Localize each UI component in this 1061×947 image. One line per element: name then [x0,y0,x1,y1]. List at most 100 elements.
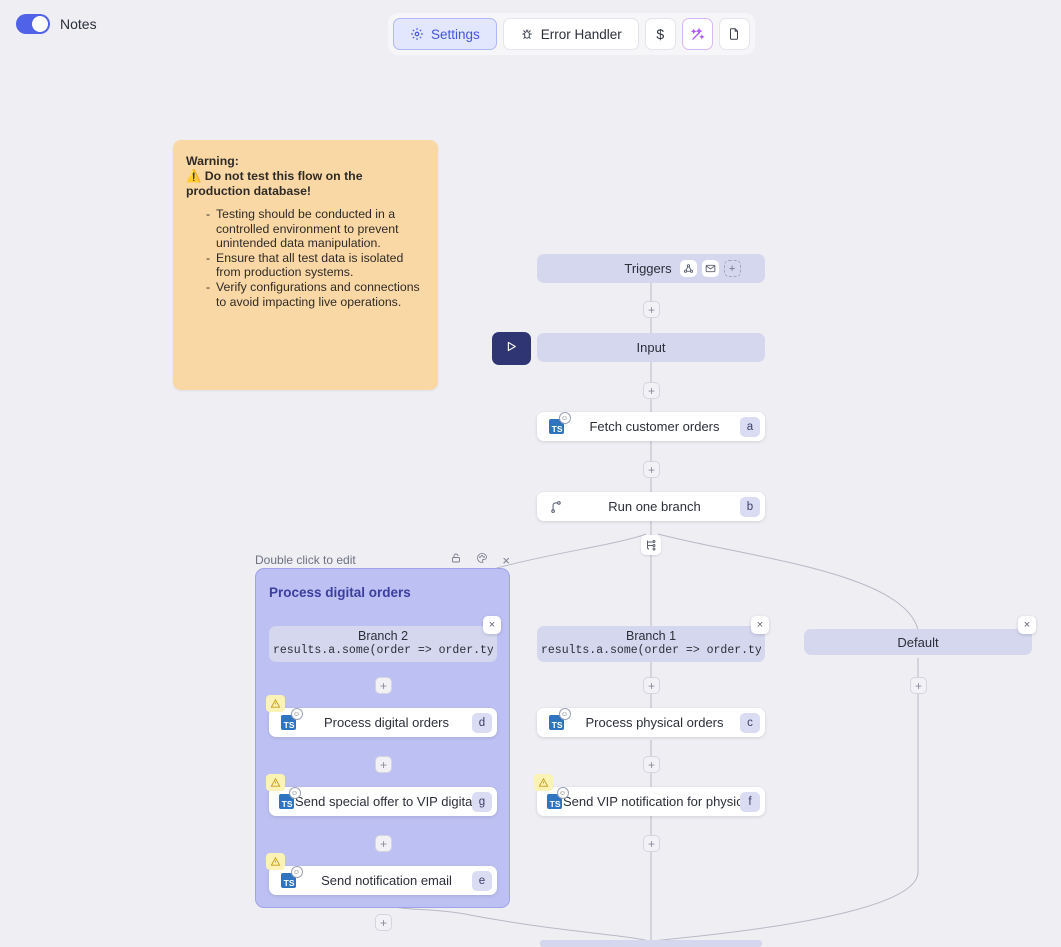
lock-icon[interactable] [450,551,462,569]
node-icon-wrap: TS☺ [275,866,303,888]
node-title: Run one branch [608,499,701,514]
branch-1-pill[interactable]: Branch 1 results.a.some(order => order.t… [537,626,765,662]
node-warning-badge [266,853,285,870]
add-step-button[interactable]: + [643,461,660,478]
gear-icon [410,27,424,41]
node-icon-wrap: TS☺ [545,787,569,809]
add-trigger-button[interactable]: + [723,260,741,277]
notes-toggle[interactable] [16,14,50,34]
note-subheading-row: ⚠️ Do not test this flow on the producti… [186,169,424,199]
run-flow-button[interactable] [492,332,531,365]
triggers-node[interactable]: Triggers + [537,254,765,283]
add-step-button[interactable]: + [375,756,392,773]
remove-branch-2-button[interactable]: × [483,616,501,634]
node-title: Fetch customer orders [589,419,720,434]
note-heading: Warning: [186,154,239,168]
node-status-badge: ☺ [290,708,303,720]
typescript-icon: TS☺ [280,866,303,888]
add-step-button[interactable]: + [643,301,660,318]
close-icon[interactable]: × [502,552,510,568]
typescript-icon: TS☺ [278,787,301,809]
palette-icon[interactable] [476,551,488,569]
typescript-icon: TS☺ [548,708,571,730]
add-step-button[interactable]: + [375,835,392,852]
node-icon-wrap: TS☺ [275,708,303,730]
node-send-vip-notification[interactable]: TS☺ Send VIP notification for physical..… [537,787,765,816]
play-icon [504,339,519,359]
node-title: Process physical orders [585,715,724,730]
add-step-button[interactable]: + [375,677,392,694]
node-warning-badge [266,774,285,791]
node-tag: b [740,496,760,517]
node-warning-badge [534,774,553,791]
node-tag: a [740,416,760,437]
error-handler-label: Error Handler [540,26,622,42]
group-header-icons: × [450,551,510,569]
group-process-digital-orders[interactable] [255,568,510,908]
input-label: Input [636,340,666,355]
toggle-knob [32,16,48,32]
node-send-special-offer[interactable]: TS☺ Send special offer to VIP digital c.… [269,787,497,816]
node-send-notification-email[interactable]: TS☺ Send notification email e [269,866,497,895]
add-step-button[interactable]: + [643,677,660,694]
node-process-digital-orders[interactable]: TS☺ Process digital orders d [269,708,497,737]
toolbar-button-group: Settings Error Handler $ [388,13,755,55]
node-status-badge: ☺ [556,787,569,799]
document-button[interactable] [718,18,750,50]
node-fetch-customer-orders[interactable]: TS☺ Fetch customer orders a [537,412,765,441]
list-item: Testing should be conducted in a control… [206,207,424,251]
trigger-icon-row: + [679,260,741,277]
branch-name: Branch 2 [357,629,409,643]
branch-split-icon[interactable] [641,535,661,555]
node-tag: f [740,791,760,812]
envelope-icon[interactable] [701,260,719,277]
node-tag: e [472,870,492,891]
typescript-icon: TS☺ [546,787,569,809]
group-edit-hint: Double click to edit [255,553,356,567]
note-subheading: Do not test this flow on the production … [186,169,363,198]
list-item: Verify configurations and connections to… [206,280,424,309]
add-step-button[interactable]: + [643,756,660,773]
typescript-icon: TS☺ [548,412,571,434]
add-step-button[interactable]: + [643,835,660,852]
remove-default-branch-button[interactable]: × [1018,616,1036,634]
warning-note-card[interactable]: Warning: ⚠️ Do not test this flow on the… [173,140,438,390]
input-node[interactable]: Input [537,333,765,362]
branch-2-pill[interactable]: Branch 2 results.a.some(order => order.t… [269,626,497,662]
ai-assist-button[interactable] [681,18,713,50]
default-branch-node[interactable]: Default [804,629,1032,655]
node-process-physical-orders[interactable]: TS☺ Process physical orders c [537,708,765,737]
node-status-badge: ☺ [288,787,301,799]
node-title: Send notification email [321,873,452,888]
group-title: Process digital orders [269,585,411,600]
settings-label: Settings [431,26,480,42]
node-status-badge: ☺ [558,708,571,720]
node-warning-badge [266,695,285,712]
add-step-button[interactable]: + [910,677,927,694]
remove-branch-1-button[interactable]: × [751,616,769,634]
node-run-one-branch[interactable]: Run one branch b [537,492,765,521]
settings-button[interactable]: Settings [393,18,497,50]
notes-toggle-group[interactable]: Notes [16,14,97,34]
typescript-icon: TS☺ [280,708,303,730]
triggers-label: Triggers [624,261,672,276]
node-title: Process digital orders [324,715,449,730]
add-step-button[interactable]: + [643,382,660,399]
branch-name: Branch 1 [625,629,677,643]
node-title: Send special offer to VIP digital c... [295,794,472,809]
cost-button[interactable]: $ [644,18,676,50]
node-icon-wrap: TS☺ [543,412,571,434]
webhook-icon[interactable] [679,260,697,277]
bug-icon [520,27,534,41]
node-status-badge: ☺ [290,866,303,878]
add-step-button[interactable]: + [375,914,392,931]
error-handler-button[interactable]: Error Handler [502,18,639,50]
node-status-badge: ☺ [558,412,571,424]
group-header: Double click to edit × [255,552,510,568]
branch-expression: results.a.some(order => order.type [273,644,493,657]
next-node-peek [540,940,762,947]
node-tag: c [740,712,760,733]
note-bullet-list: Testing should be conducted in a control… [206,207,424,309]
